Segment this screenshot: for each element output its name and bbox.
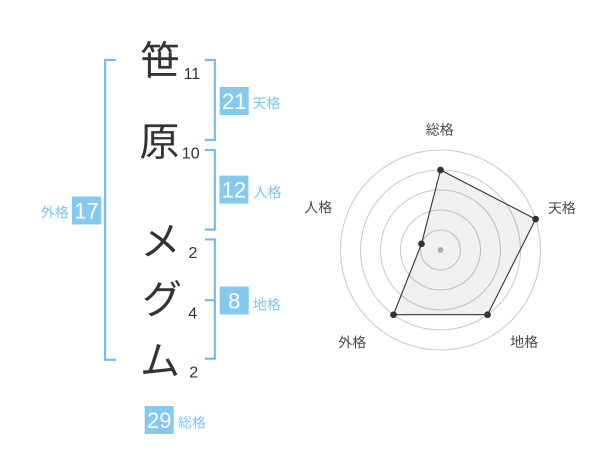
svg-text:11: 11 xyxy=(184,66,201,83)
svg-text:17: 17 xyxy=(74,198,98,223)
svg-text:29: 29 xyxy=(147,408,171,433)
svg-text:8: 8 xyxy=(228,288,240,313)
svg-text:21: 21 xyxy=(222,89,246,114)
svg-text:2: 2 xyxy=(189,245,198,262)
svg-text:4: 4 xyxy=(188,305,197,322)
svg-text:10: 10 xyxy=(182,146,200,163)
svg-text:12: 12 xyxy=(222,178,246,203)
svg-text:2: 2 xyxy=(189,365,198,382)
